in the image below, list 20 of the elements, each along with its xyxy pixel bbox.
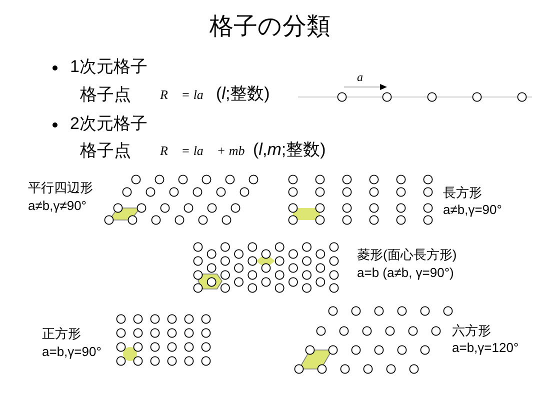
title: 格子の分類 <box>210 14 330 40</box>
lattice-condition: a≠b,γ≠90° <box>28 199 86 214</box>
lattice-condition: a=b (a≠b, γ=90°) <box>357 266 454 280</box>
lattice-condition: a=b,γ=120° <box>452 341 519 356</box>
lattice-name: 長方形 <box>443 186 482 200</box>
heading: 1次元格子 <box>70 58 148 77</box>
lattice-name: 六方形 <box>452 324 491 338</box>
lattice-name: 菱形(面心長方形) <box>357 248 457 262</box>
note: (l;整数) <box>216 85 270 104</box>
formula: R⃗ = la⃗ + mb⃗ <box>160 144 255 158</box>
term: 格子点 <box>80 86 131 105</box>
lattice-name: 平行四辺形 <box>28 181 93 196</box>
lattice-name: 正方形 <box>42 327 81 342</box>
term: 格子点 <box>80 142 131 161</box>
heading: 2次元格子 <box>70 115 148 134</box>
lattice-condition: a=b,γ=90° <box>42 345 102 360</box>
formula: R⃗ = la⃗ <box>160 88 214 102</box>
vector-label: a⃗ <box>357 71 372 84</box>
note: (l,m;整数) <box>253 141 326 160</box>
lattice-condition: a≠b,γ=90° <box>443 203 502 218</box>
